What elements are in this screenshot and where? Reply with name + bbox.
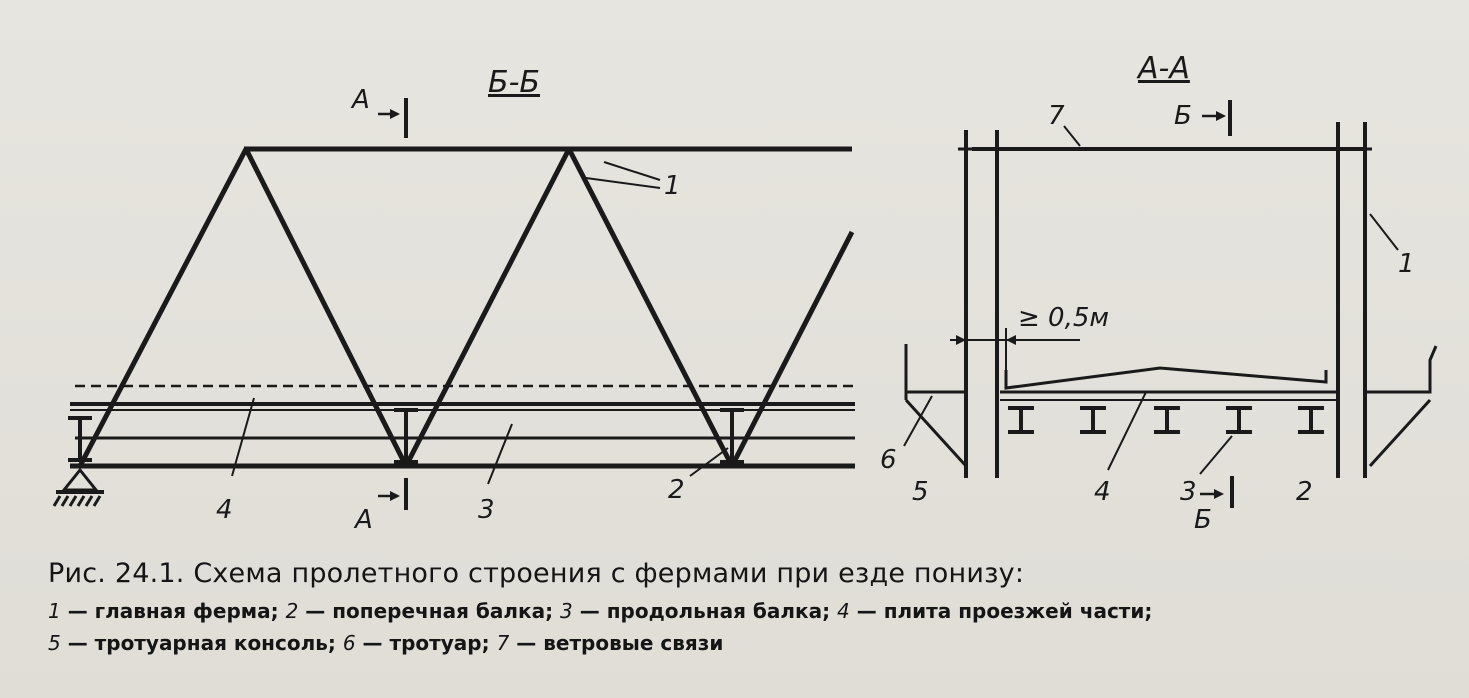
- callout-cross-beam: 2: [668, 475, 685, 505]
- callout-deck-slab-right: 4: [1094, 477, 1111, 507]
- callout-longitudinal-beam: 3: [478, 495, 495, 525]
- stringer-profile: [1080, 406, 1106, 434]
- legend-item: 7 — ветровые связи: [496, 631, 724, 655]
- legend-item: 1 — главная ферма;: [48, 599, 286, 623]
- cross-beam-profile: [68, 416, 92, 462]
- section-cut-marker-bottom: [378, 478, 408, 510]
- stringer-profile: [1008, 406, 1034, 434]
- callout-main-truss: 1: [664, 171, 681, 201]
- figure-drawing: Б-Б А А 1 4 3 2: [52, 51, 1438, 535]
- callout-console: 5: [912, 477, 929, 507]
- callout-longitudinal-beam-right: 3: [1180, 477, 1197, 507]
- hinged-support: [52, 467, 104, 507]
- cross-section-view: [903, 100, 1438, 508]
- legend-item: 5 — тротуарная консоль;: [48, 631, 343, 655]
- cut-label-b-bottom: Б: [1194, 505, 1212, 535]
- section-cut-marker-b-top: [1202, 100, 1232, 136]
- callout-deck-slab: 4: [216, 495, 233, 525]
- section-title-b-b: Б-Б: [488, 65, 540, 100]
- legend-item: 2 — поперечная балка;: [285, 599, 561, 623]
- truss-diagonal: [403, 147, 572, 468]
- truss-diagonal: [729, 230, 855, 468]
- callout-wind-bracing: 7: [1048, 101, 1065, 131]
- cut-label-a-top: А: [350, 85, 370, 115]
- truss-diagonal: [566, 147, 735, 468]
- leader-line-6: [903, 395, 933, 447]
- leader-line-3: [1199, 435, 1233, 475]
- legend-line: 5 — тротуарная консоль; 6 — тротуар; 7 —…: [48, 631, 1448, 655]
- section-cut-marker-top: [378, 98, 408, 138]
- leader-line-1: [585, 177, 661, 189]
- stringer-profile: [1298, 406, 1324, 434]
- callout-cross-beam-right: 2: [1296, 477, 1313, 507]
- cross-beam-profile: [720, 408, 744, 464]
- leader-line-4: [231, 397, 255, 477]
- leader-line-7: [1063, 125, 1081, 147]
- leader-line-3: [487, 423, 513, 485]
- right-console: [1368, 398, 1432, 468]
- leader-line-4: [1107, 391, 1147, 471]
- right-sidewalk: [1365, 345, 1438, 394]
- caption-title: Рис. 24.1. Схема пролетного строения с ф…: [48, 558, 1025, 589]
- legend-line: 1 — главная ферма; 2 — поперечная балка;…: [48, 599, 1448, 623]
- stringer-profile: [1226, 406, 1252, 434]
- cut-label-b-top: Б: [1174, 101, 1192, 131]
- callout-main-truss-right: 1: [1398, 249, 1415, 279]
- deck-slab-outline: [1004, 366, 1328, 390]
- section-cut-marker-b-bottom: [1200, 476, 1234, 508]
- elevation-view: [52, 98, 855, 510]
- leader-line-1: [1369, 213, 1399, 251]
- dimension-label: ≥ 0,5м: [1018, 303, 1109, 333]
- leader-line-1: [603, 161, 661, 181]
- figure-caption: Рис. 24.1. Схема пролетного строения с ф…: [48, 558, 1448, 663]
- stringer-profile: [1154, 406, 1180, 434]
- legend-item: 3 — продольная балка;: [560, 599, 838, 623]
- legend-item: 4 — плита проезжей части;: [837, 599, 1153, 623]
- cross-beam-profile: [394, 408, 418, 464]
- cut-label-a-bottom: А: [353, 505, 373, 535]
- callout-sidewalk: 6: [880, 445, 897, 475]
- truss-diagonal: [77, 147, 249, 468]
- truss-diagonal: [243, 147, 409, 468]
- section-title-a-a: А-А: [1136, 51, 1190, 86]
- leader-line-2: [689, 447, 729, 477]
- left-sidewalk: [904, 344, 966, 394]
- left-console: [904, 398, 968, 468]
- legend-item: 6 — тротуар;: [342, 631, 497, 655]
